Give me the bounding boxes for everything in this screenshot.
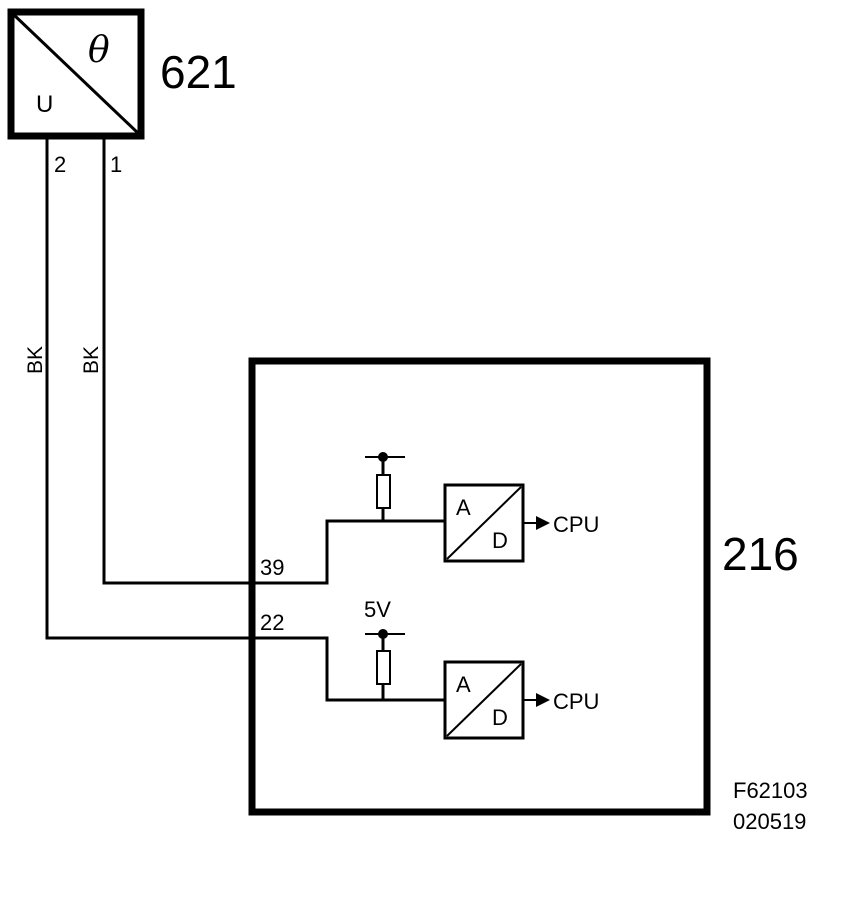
upper-arrow-icon	[536, 516, 550, 530]
sensor-pin-1-label: 1	[110, 152, 122, 177]
lower-pullup-resistor	[365, 629, 405, 700]
lower-resistor-body	[376, 650, 391, 685]
upper-ad-converter: A D CPU	[443, 483, 599, 563]
lower-ad-converter: A D CPU	[443, 660, 599, 740]
upper-adc-d-label: D	[492, 528, 508, 553]
upper-cpu-label: CPU	[553, 512, 599, 537]
doc-ref-line-2: 020519	[733, 809, 806, 834]
lower-adc-a-label: A	[456, 672, 471, 697]
lower-adc-d-label: D	[492, 705, 508, 730]
wire-right-color-label: BK	[80, 346, 103, 374]
pin-39-label: 39	[260, 555, 284, 580]
wires: BK BK	[24, 139, 445, 702]
wire-pin1-to-39	[102, 139, 445, 585]
sensor-id-label: 621	[160, 46, 237, 98]
document-reference: F62103 020519	[733, 778, 808, 834]
sensor-theta-symbol: θ	[88, 30, 110, 71]
control-unit-id-label: 216	[722, 528, 799, 580]
upper-pullup-resistor	[365, 452, 405, 521]
sensor-pin-2-label: 2	[54, 152, 66, 177]
pin-22-label: 22	[260, 610, 284, 635]
sensor-box	[7, 8, 145, 140]
lower-cpu-label: CPU	[553, 689, 599, 714]
sensor-diagonal	[11, 12, 141, 136]
doc-ref-line-1: F62103	[733, 778, 808, 803]
wire-pin2-to-22	[45, 139, 445, 702]
control-unit-216: 216 39 22 5V A D CPU	[248, 357, 799, 816]
wire-left-color-label: BK	[24, 346, 47, 374]
lower-arrow-icon	[536, 693, 550, 707]
upper-adc-a-label: A	[456, 495, 471, 520]
supply-voltage-label: 5V	[364, 597, 391, 622]
control-unit-box	[248, 357, 711, 816]
upper-resistor-body	[376, 474, 391, 509]
sensor-621: θ U 621 2 1	[7, 8, 237, 177]
sensor-u-symbol: U	[36, 91, 53, 118]
